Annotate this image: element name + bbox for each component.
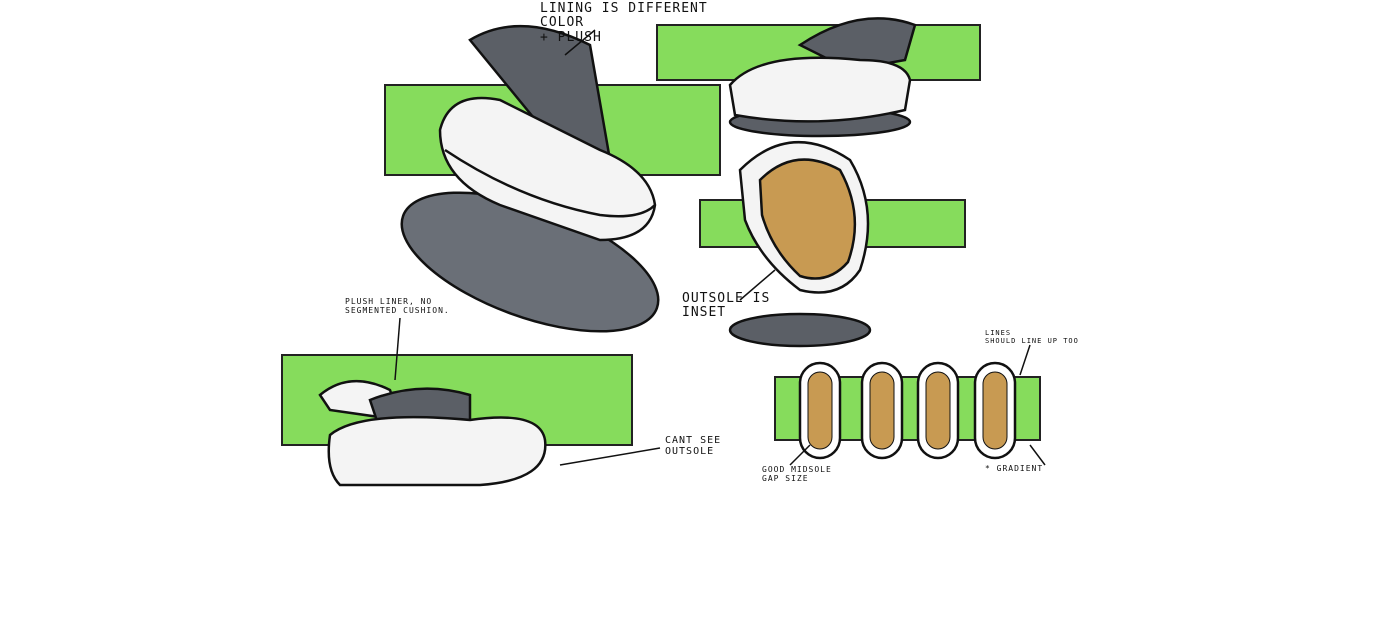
outsole-variant <box>916 361 960 460</box>
shoe-sole-view <box>728 141 872 348</box>
arrow <box>559 447 661 466</box>
note-cant-see-outsole: CANT SEE OUTSOLE <box>665 435 722 457</box>
arrow <box>394 317 401 381</box>
outsole-variant <box>798 361 842 460</box>
shoe-side-top <box>728 17 917 138</box>
shoe-side-bottom <box>318 379 547 487</box>
note-lining: LINING IS DIFFERENT COLOR + PLUSH <box>540 1 708 45</box>
note-midsole-gap: GOOD MIDSOLE GAP SIZE <box>762 465 832 483</box>
arrow <box>564 29 596 56</box>
note-gradient: * GRADIENT <box>985 464 1044 473</box>
outsole-variant <box>860 361 904 460</box>
note-outsole-inset: OUTSOLE IS INSET <box>682 291 771 321</box>
note-plush-liner: PLUSH LINER, NO SEGMENTED CUSHION. <box>345 297 450 315</box>
outsole-variant <box>973 361 1017 460</box>
arrow <box>1029 444 1046 466</box>
shoe-three-quarter <box>400 25 660 333</box>
arrow <box>739 269 776 301</box>
note-lines-line-up: LINES SHOULD LINE UP TOO <box>985 329 1079 345</box>
arrow <box>789 444 811 466</box>
arrow <box>1019 344 1031 376</box>
